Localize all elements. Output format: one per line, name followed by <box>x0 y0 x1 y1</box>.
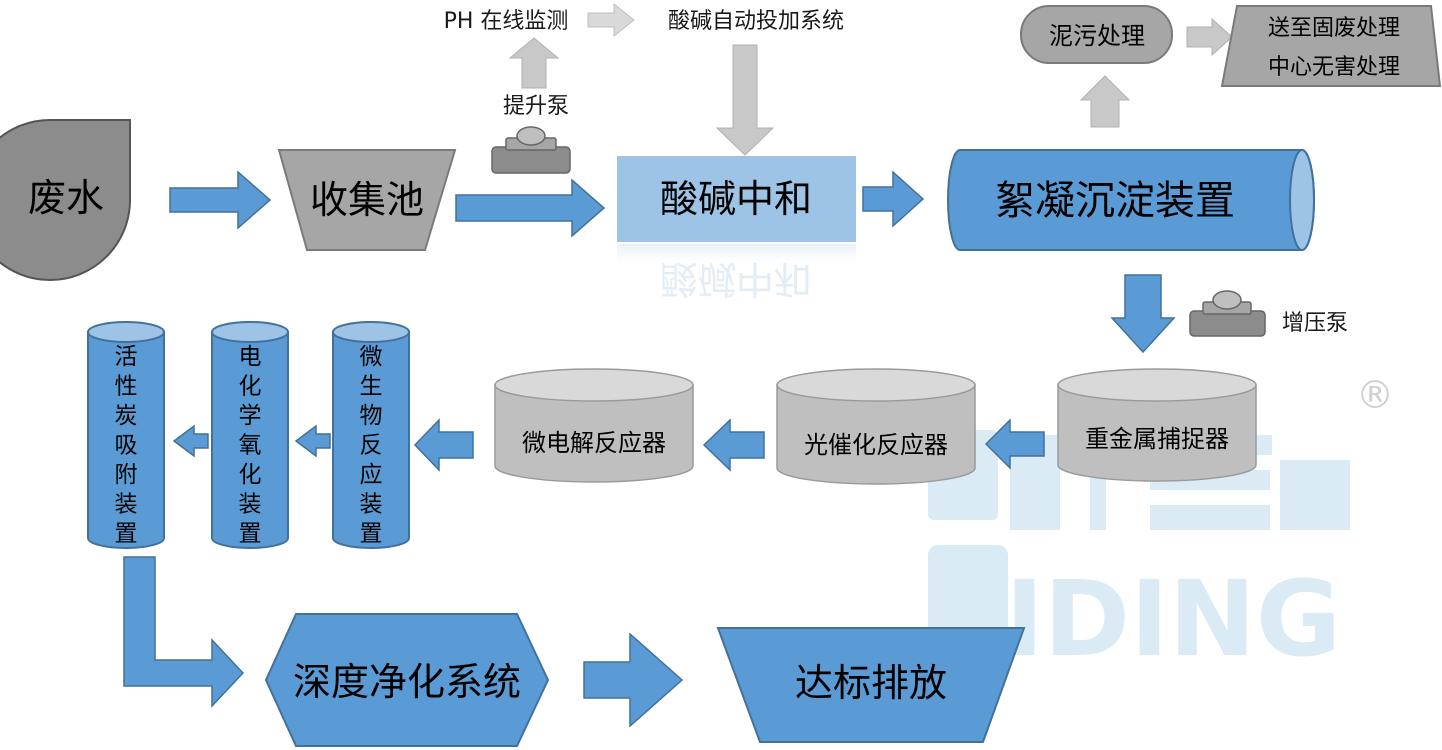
node-solid-waste-center: 送至固废处理 中心无害处理 <box>1220 5 1442 87</box>
micro-electrolysis-reactor-label: 微电解反应器 <box>522 429 666 457</box>
node-flocculation: 絮凝沉淀装置 <box>947 149 1315 251</box>
lift-pump-icon <box>491 126 571 174</box>
wastewater-label: 废水 <box>28 176 104 220</box>
flow-arrow <box>587 2 635 38</box>
node-micro-electrolysis-reactor: 微电解反应器 <box>494 368 694 483</box>
flow-arrow <box>172 424 209 458</box>
flow-arrow <box>1186 17 1233 57</box>
neutralization-label: 酸碱中和 <box>660 177 812 221</box>
discharge-label: 达标排放 <box>795 661 947 705</box>
node-activated-carbon-adsorption: 活性炭吸附装置 <box>87 321 165 549</box>
flow-arrow <box>984 418 1045 470</box>
flow-arrow <box>715 44 775 156</box>
flow-arrow <box>508 37 560 89</box>
microbial-reactor-label: 微生物反应装置 <box>360 344 383 547</box>
flow-arrow <box>169 170 272 230</box>
electrochemical-oxidation-label: 电化学氧化装置 <box>239 344 262 547</box>
heavy-metal-catcher-label: 重金属捕捉器 <box>1085 425 1229 453</box>
node-discharge: 达标排放 <box>716 627 1026 743</box>
flow-arrow <box>294 424 331 458</box>
photocatalytic-reactor-label: 光催化反应器 <box>804 431 948 459</box>
booster-pump-icon <box>1189 290 1266 337</box>
ph-monitor-label: PH 在线监测 <box>444 9 569 34</box>
flow-arrow <box>862 170 925 228</box>
node-photocatalytic-reactor: 光催化反应器 <box>776 368 976 485</box>
flow-arrow <box>1079 75 1131 128</box>
node-electrochemical-oxidation: 电化学氧化装置 <box>211 321 289 549</box>
activated-carbon-adsorption-label: 活性炭吸附装置 <box>115 344 138 547</box>
neutralization-reflection: 酸碱中和 <box>660 257 812 301</box>
flow-arrow <box>583 632 684 728</box>
solid-waste-line2: 中心无害处理 <box>1268 55 1400 80</box>
booster-pump-label: 增压泵 <box>1282 311 1348 336</box>
node-sludge-treatment: 泥污处理 <box>1020 5 1173 64</box>
node-microbial-reactor: 微生物反应装置 <box>332 321 410 549</box>
flow-arrow <box>413 418 474 472</box>
sludge-treatment-label: 泥污处理 <box>1049 22 1145 50</box>
solid-waste-line1: 送至固废处理 <box>1268 16 1400 41</box>
acid-base-dosing-label: 酸碱自动投加系统 <box>668 9 844 34</box>
collection-tank-label: 收集池 <box>310 178 424 222</box>
node-wastewater: 废水 <box>0 119 131 281</box>
flocculation-label: 絮凝沉淀装置 <box>995 178 1235 224</box>
registered-mark: ® <box>1356 373 1394 417</box>
deep-purification-label: 深度净化系统 <box>293 660 521 704</box>
node-heavy-metal-catcher: 重金属捕捉器 <box>1057 368 1257 482</box>
flow-arrow <box>123 556 245 708</box>
node-deep-purification: 深度净化系统 <box>264 613 550 747</box>
flow-arrow <box>455 178 606 238</box>
flow-arrow <box>1110 274 1176 354</box>
lift-pump-label: 提升泵 <box>503 94 569 119</box>
node-neutralization: 酸碱中和 酸碱中和 <box>617 156 856 301</box>
node-collection-tank: 收集池 <box>277 149 457 251</box>
flow-arrow <box>702 418 765 472</box>
